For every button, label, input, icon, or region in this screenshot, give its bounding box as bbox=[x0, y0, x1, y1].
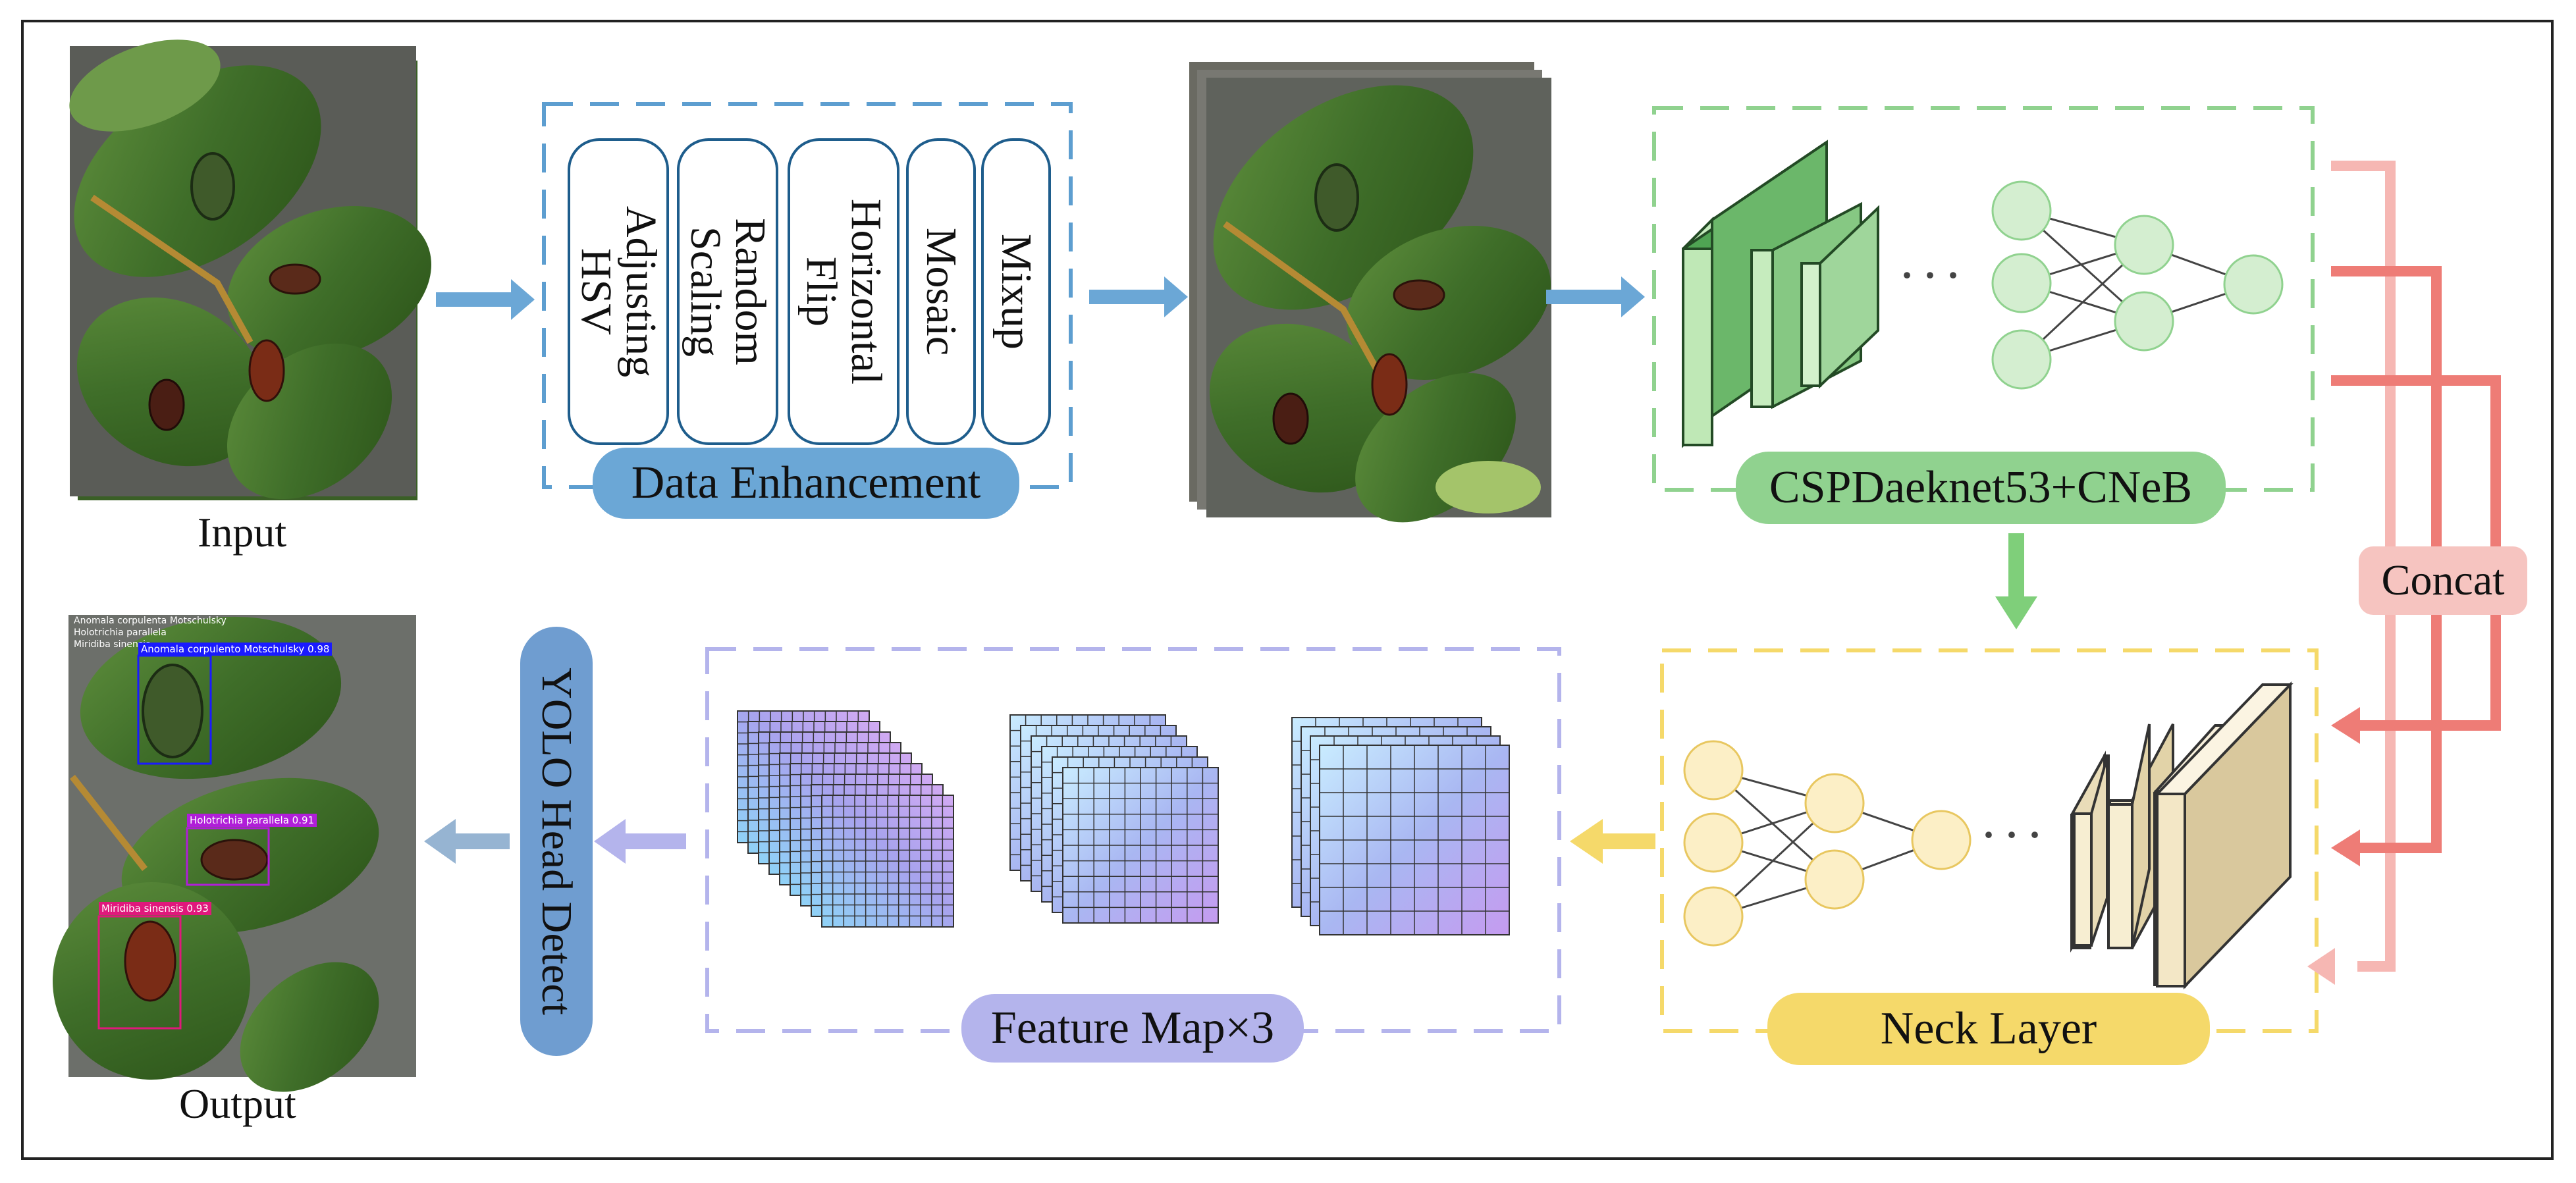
arrow-head-to-output bbox=[424, 819, 510, 864]
feature-map-medium-layer bbox=[1062, 767, 1219, 924]
arrow-input-to-enhancement bbox=[436, 279, 535, 320]
feature-map-stacks bbox=[737, 710, 1510, 935]
detection-box-1 bbox=[137, 654, 212, 765]
backbone-ellipsis: · · · bbox=[1900, 253, 1960, 297]
op-random-scaling: Random Scaling bbox=[677, 138, 778, 445]
neck-front-block bbox=[2154, 681, 2294, 989]
arrow-augmented-to-backbone bbox=[1546, 276, 1645, 317]
detection-header-1: Anomala corpulenta Motschulsky bbox=[74, 616, 227, 626]
neck-ellipsis: · · · bbox=[1982, 813, 2042, 856]
feature-map-large-layer bbox=[821, 795, 954, 928]
augmented-image bbox=[1189, 62, 1551, 523]
output-label: Output bbox=[179, 1080, 296, 1127]
data-enhancement-title: Data Enhancement bbox=[593, 448, 1019, 519]
neck-mid-blocks bbox=[2073, 723, 2151, 949]
backbone-title: CSPDaeknet53+CNeB bbox=[1736, 452, 2226, 524]
arrow-enhancement-to-augmented bbox=[1089, 276, 1188, 317]
op-horizontal-flip: Horizontal Flip bbox=[788, 138, 899, 445]
output-image bbox=[53, 615, 416, 1092]
detection-label-1: Anomala corpulento Motschulsky 0.98 bbox=[138, 643, 333, 656]
detection-label-3: Miridiba sinensis 0.93 bbox=[99, 902, 211, 915]
op-label: Mixup bbox=[992, 233, 1040, 350]
op-mixup: Mixup bbox=[981, 138, 1051, 445]
yolo-head-pill: YOLO Head Detect bbox=[520, 627, 593, 1056]
backbone-frame bbox=[1652, 106, 2315, 492]
concat-label: Concat bbox=[2359, 546, 2527, 615]
neck-neural-net bbox=[1683, 740, 1972, 947]
detection-header-2: Holotrichia parallela bbox=[74, 627, 167, 638]
detection-label-2: Holotrichia parallela 0.91 bbox=[187, 814, 317, 827]
op-label: Mosaic bbox=[917, 227, 965, 356]
neck-title: Neck Layer bbox=[1767, 993, 2210, 1065]
op-adjusting-hsv: Adjusting HSV bbox=[568, 138, 669, 445]
op-label: Horizontal Flip bbox=[797, 198, 890, 385]
detection-header-3: Miridiba sinensis bbox=[74, 639, 151, 650]
feature-map-title: Feature Map×3 bbox=[961, 994, 1304, 1063]
detection-box-3 bbox=[97, 915, 182, 1030]
op-label: Adjusting HSV bbox=[572, 205, 665, 378]
yolo-head-label: YOLO Head Detect bbox=[533, 668, 581, 1015]
outer-frame bbox=[21, 20, 2554, 1160]
input-label: Input bbox=[198, 509, 287, 556]
op-mosaic: Mosaic bbox=[906, 138, 976, 445]
feature-map-small-layer bbox=[1319, 745, 1510, 935]
op-label: Random Scaling bbox=[682, 218, 774, 365]
arrow-featuremap-to-head bbox=[594, 819, 686, 864]
arrow-neck-to-featuremap bbox=[1570, 819, 1655, 864]
detection-box-2 bbox=[186, 827, 270, 886]
backbone-neural-net bbox=[1991, 180, 2284, 390]
backbone-conv-blocks bbox=[1682, 140, 1879, 448]
input-image bbox=[69, 39, 431, 500]
arrow-backbone-to-neck bbox=[1995, 533, 2037, 629]
